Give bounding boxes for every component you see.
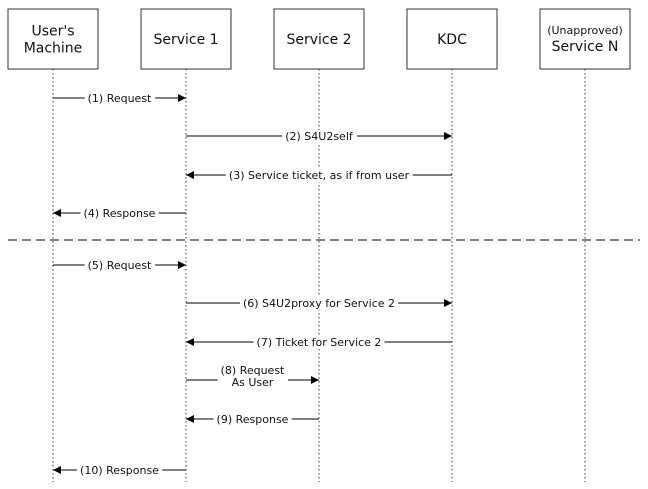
actor-box-kdc (406, 8, 498, 70)
messages: (1) Request (2) S4U2self (3) Service ticke… (53, 92, 452, 477)
message-label: (2) S4U2self (285, 130, 354, 143)
message-label: (6) S4U2proxy for Service 2 (243, 297, 395, 310)
message-label: (7) Ticket for Service 2 (257, 336, 382, 349)
message-label-bg (217, 364, 289, 389)
actor-box-serviceN (539, 8, 631, 70)
actor-box-service2 (273, 8, 365, 70)
message-label-bg (84, 92, 156, 105)
message-label: (8) Request (221, 364, 285, 377)
actor-label: User's (31, 24, 74, 40)
message-label-bg (84, 259, 156, 272)
message-label-bg (77, 464, 163, 477)
message-label: (4) Response (84, 207, 156, 220)
actor-service2: Service 2 (273, 8, 365, 70)
actor-label: KDC (437, 32, 467, 48)
message-4: (4) Response (53, 207, 186, 220)
message-6: (6) S4U2proxy for Service 2 (186, 297, 452, 310)
message-9: (9) Response (186, 413, 319, 426)
message-label: (1) Request (88, 92, 152, 105)
message-label-bg (225, 169, 413, 182)
message-label: (10) Response (80, 464, 159, 477)
message-label-bg (282, 130, 357, 143)
message-label-bg (253, 336, 385, 349)
message-label-bg (213, 413, 292, 426)
actor-label: Service N (552, 39, 619, 55)
actor-label: Service 1 (153, 32, 218, 48)
actor-service1: Service 1 (140, 8, 232, 70)
actor-label: Service 2 (286, 32, 351, 48)
message-10: (10) Response (53, 464, 186, 477)
message-3: (3) Service ticket, as if from user (186, 169, 452, 182)
message-label: As User (232, 376, 274, 389)
actor-kdc: KDC (406, 8, 498, 70)
message-7: (7) Ticket for Service 2 (186, 336, 452, 349)
actor-label: Machine (24, 41, 83, 57)
message-5: (5) Request (53, 259, 186, 272)
actor-box-service1 (140, 8, 232, 70)
message-1: (1) Request (53, 92, 186, 105)
actor-box-user (7, 8, 99, 70)
message-label-bg (80, 207, 159, 220)
message-label: (5) Request (88, 259, 152, 272)
message-label: (3) Service ticket, as if from user (229, 169, 410, 182)
actor-serviceN: (Unapproved) Service N (539, 8, 631, 70)
message-2: (2) S4U2self (186, 130, 452, 143)
actor-sublabel: (Unapproved) (547, 24, 623, 37)
message-label: (9) Response (217, 413, 289, 426)
message-label-bg (239, 297, 399, 310)
